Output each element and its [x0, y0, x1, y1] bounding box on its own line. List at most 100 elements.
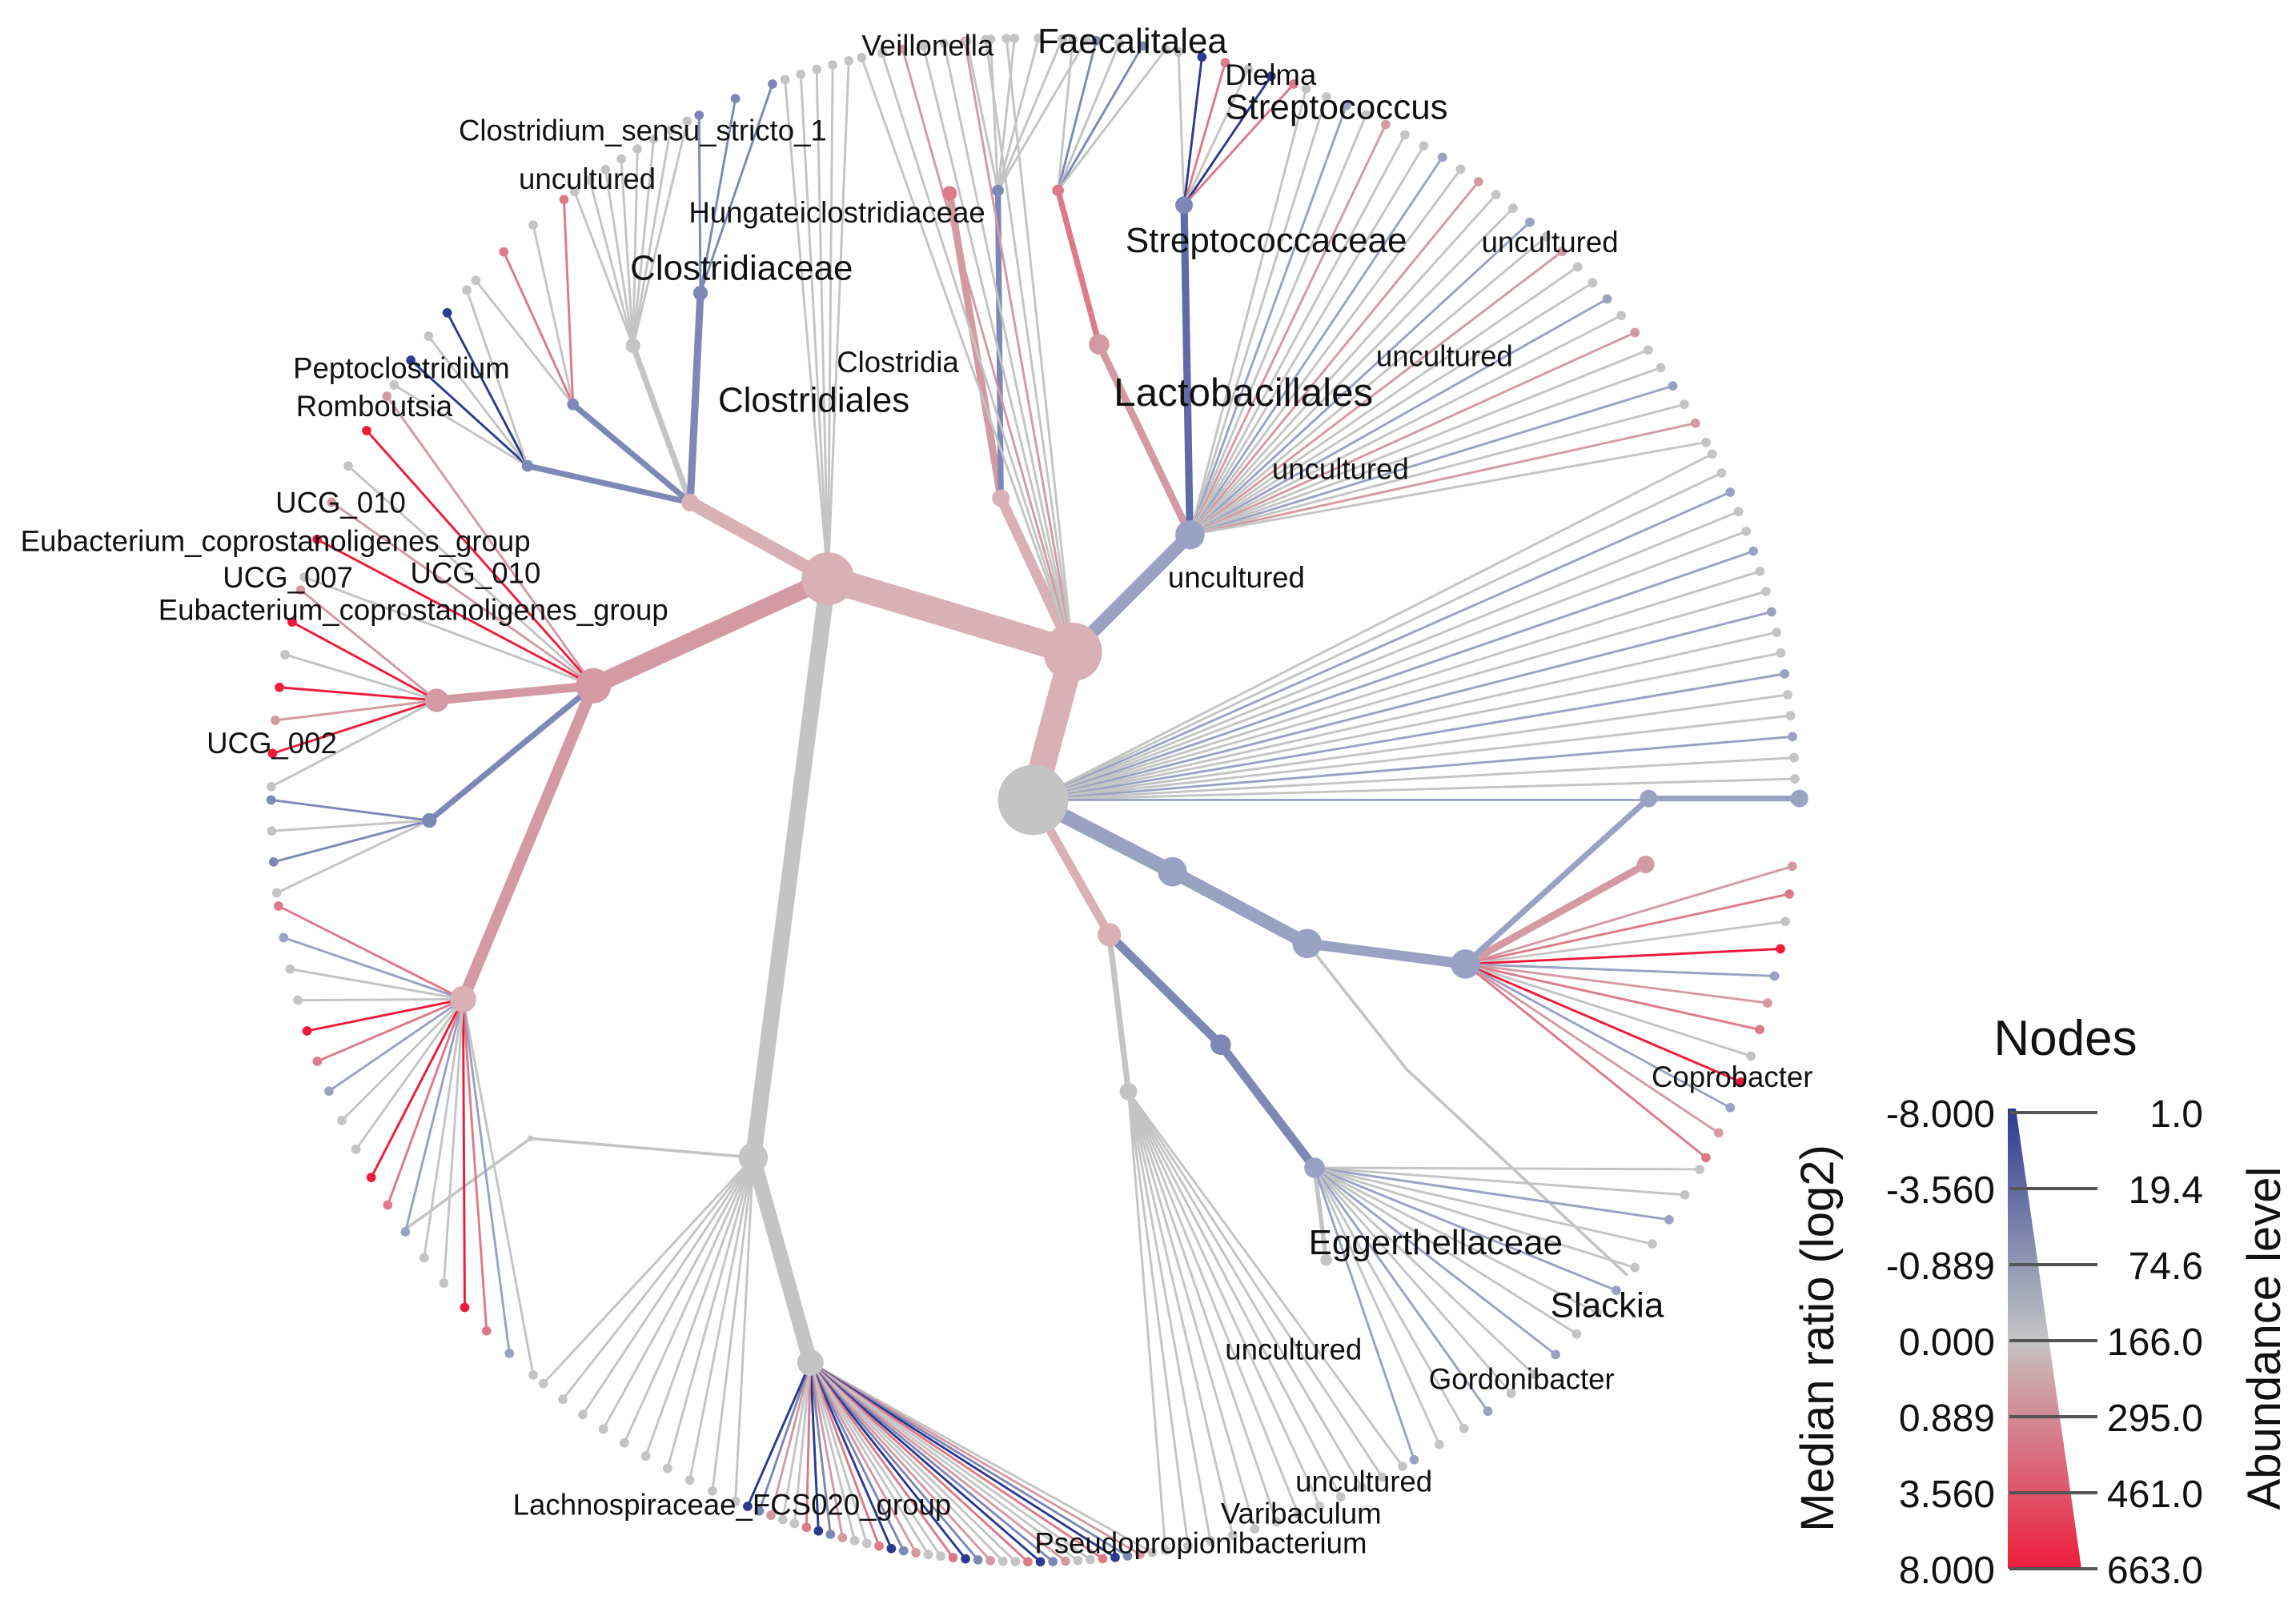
ungrouped-right-edge	[1032, 756, 1796, 801]
taxon-label-eggerthellaceae: Eggerthellaceae	[1309, 1223, 1563, 1262]
node-romboutsia	[521, 459, 534, 472]
edge-bacteroidales-top	[1462, 795, 1652, 968]
veillonella-leaf	[1082, 35, 1091, 45]
ruminococcaceae-edge	[386, 997, 464, 1206]
node-lachnospirales	[738, 1142, 769, 1173]
lachnospiraceae-edge	[809, 1361, 942, 1558]
lachnospiraceae-leaf	[911, 1548, 921, 1558]
node-lactobacillales	[1175, 519, 1205, 550]
lactobacillales-leaf	[1342, 100, 1351, 110]
ungrouped-right-leaf	[1783, 690, 1793, 700]
lachno-lower-edge	[602, 1156, 755, 1430]
bacteroidales-edge	[1464, 864, 1794, 965]
ruminococcaceae-edge	[296, 997, 464, 1002]
taxon-label-slackia: Slackia	[1551, 1286, 1664, 1325]
clostridiaceae-leaf	[632, 144, 643, 154]
ruminococcaceae-edge	[461, 997, 488, 1333]
lachnospiraceae-leaf	[1086, 1554, 1095, 1565]
eggerthellaceae-edge	[1313, 1166, 1535, 1376]
bacteroidales-leaf	[1780, 916, 1791, 927]
taxon-label-uncultured-6: uncultured	[1225, 1333, 1362, 1366]
lachnospiraceae-edge	[809, 1361, 869, 1545]
node-bacteroidales-sub	[1451, 949, 1480, 979]
node-ruminococcaceae	[449, 985, 476, 1013]
taxon-label-uncultured-1: uncultured	[519, 162, 656, 195]
taxon-label-ucg-007: UCG_007	[223, 561, 353, 594]
bacteroidales-edge	[1464, 963, 1732, 1109]
eggerthellaceae-edge	[1313, 1166, 1578, 1336]
coriobacteriia-edge	[1127, 1090, 1190, 1547]
bacteroidales-leaf	[1787, 861, 1797, 872]
taxon-label-peptoclostridium: Peptoclostridium	[293, 351, 510, 384]
coriobacteriia-edge	[1127, 1090, 1404, 1468]
peptoclostridium-leaf	[471, 275, 481, 286]
lachnospiraceae-edge	[757, 1361, 812, 1513]
edge-streptococcaceae	[1180, 201, 1194, 539]
oscillospirales-edge	[385, 395, 595, 688]
eggerthellaceae-leaf	[1435, 1439, 1444, 1450]
node-streptococcaceae	[1175, 196, 1194, 215]
lachnospiraceae-leaf	[1048, 1557, 1058, 1566]
lachnospiraceae-leaf	[743, 1502, 753, 1511]
edge-lachnospirales	[745, 570, 837, 1166]
edge-bacteroidales	[1166, 864, 1315, 951]
bacteroidales-leaf	[1701, 1153, 1711, 1163]
taxon-label-ucg-010-a: UCG_010	[275, 487, 406, 519]
lachnospiraceae-edge	[809, 1361, 980, 1562]
edge-actino-sub	[1106, 932, 1132, 1095]
lachnospiraceae-edge	[809, 1361, 1005, 1563]
ruminococcaceae-edge	[443, 997, 464, 1285]
eggerthellaceae-edge	[1313, 1166, 1599, 1314]
edge-ucg-branch	[432, 681, 598, 705]
streptococcus-edge	[1182, 82, 1295, 207]
bacteroidales-leaf	[1784, 889, 1794, 899]
node-coriobacteriia	[1210, 1034, 1231, 1055]
node-coprobacter	[1636, 856, 1655, 873]
ucg-leaf	[295, 585, 306, 595]
node-oscillospirales	[576, 668, 612, 704]
lachnospiraceae-edge	[809, 1361, 1092, 1562]
coriobacteriia-leaf	[1357, 1482, 1367, 1493]
ucg2-edge	[275, 819, 431, 894]
node-clostridiaceae-a	[625, 338, 640, 354]
clostridiaceae-edge	[632, 119, 688, 347]
lachnospiraceae-leaf	[801, 1522, 812, 1533]
ucg-leaf	[267, 748, 278, 759]
faecalitalea-edge	[1057, 42, 1121, 192]
ruminococcaceae-edge	[277, 904, 464, 1000]
ungrouped-right-leaf	[1755, 566, 1765, 576]
lachnospiraceae-edge	[809, 1361, 905, 1552]
oscillospirales-leaf	[382, 391, 392, 401]
ruminococcaceae-leaf	[383, 1200, 393, 1210]
oscillospirales-leaf	[299, 572, 310, 583]
lachnospiraceae-leaf	[973, 1554, 983, 1565]
eggerthellaceae-leaf	[1551, 1349, 1560, 1360]
ruminococcaceae-leaf	[351, 1145, 361, 1154]
lachnospiraceae-edge	[809, 1361, 1142, 1556]
legend-color-axis-title: Median ratio (log2)	[1792, 1145, 1844, 1532]
node-ucg	[424, 688, 449, 712]
lachnospiraceae-edge	[781, 1361, 812, 1521]
clostridiaceae-leaf	[616, 154, 626, 164]
ungrouped-right-edge	[1032, 652, 1782, 801]
ungrouped-right-edge	[1032, 735, 1794, 801]
lachno-lower-leaf	[730, 1496, 741, 1506]
bacteroidales-leaf	[1746, 1051, 1756, 1061]
edge-bacteroidales-sub	[1302, 938, 1471, 969]
taxon-label-coprobacter: Coprobacter	[1652, 1061, 1812, 1093]
clostridiaceae-b-edge	[697, 114, 702, 295]
lachnospiraceae-leaf	[948, 1553, 958, 1562]
node-bacteroidales	[1292, 928, 1323, 959]
faecalitalea-edge	[1057, 44, 1144, 192]
lactobacillales-edge	[1188, 104, 1348, 536]
edge-clostridiaceae-a	[630, 343, 693, 506]
lactobacillales-edge	[1188, 95, 1328, 536]
bacteroidales-edge	[1464, 963, 1708, 1159]
bacteroidales-edge	[1464, 963, 1743, 1084]
lachnospiraceae-edge	[769, 1361, 812, 1517]
peptoclostridium-leaf	[528, 220, 538, 230]
eggerthellaceae-edge	[1313, 1166, 1671, 1221]
coriobacteriia-leaf	[1160, 1545, 1170, 1555]
ruminococcaceae-leaf	[481, 1325, 492, 1336]
